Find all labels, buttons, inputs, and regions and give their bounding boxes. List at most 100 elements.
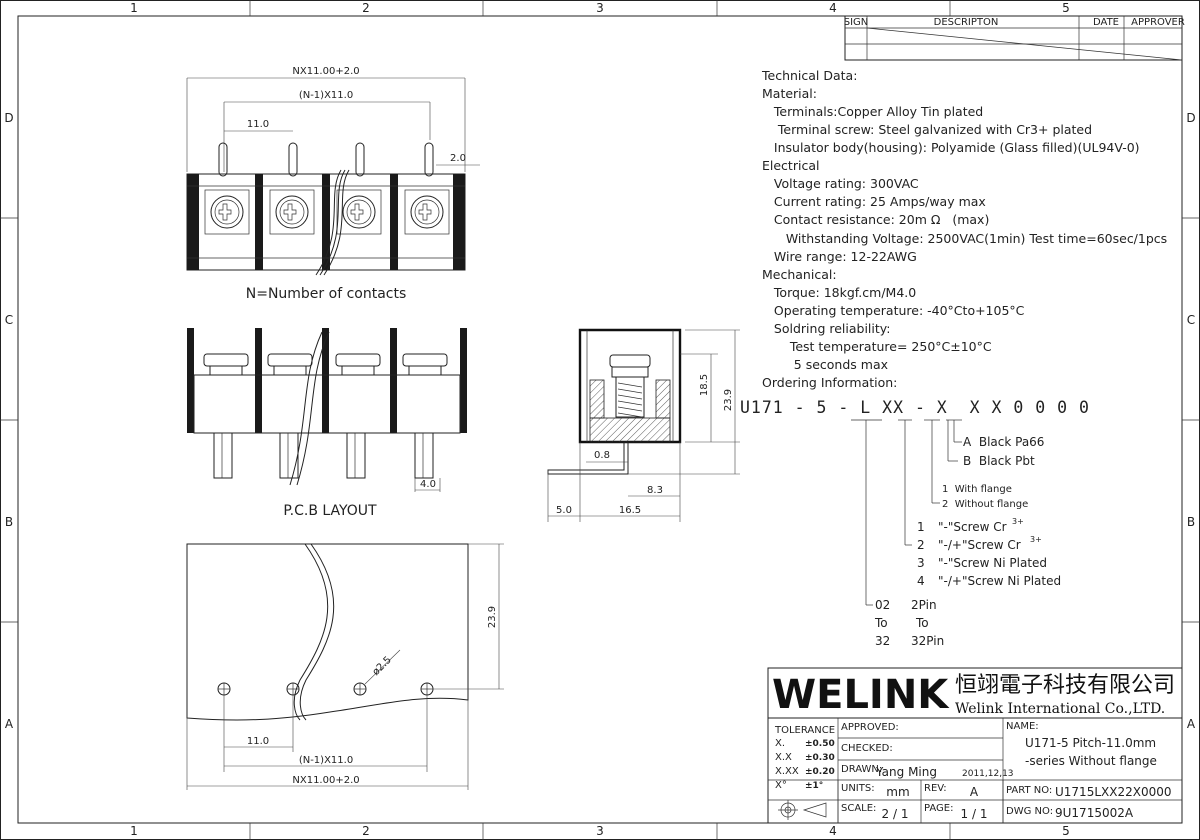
tech-line: Withstanding Voltage: 2500VAC(1min) Test… xyxy=(762,231,1167,246)
rev-description-header: DESCRIPTON xyxy=(934,17,999,28)
frame-column-labels: 1 2 3 4 5 1 2 3 4 5 xyxy=(130,1,1070,838)
row-label: C xyxy=(1187,313,1195,327)
side-view: 23.9 18.5 0.8 8.3 5.0 16.5 xyxy=(547,328,740,522)
tech-line: Electrical xyxy=(762,158,819,173)
screw-option-text: "-"Screw Ni Plated xyxy=(938,556,1047,570)
column-label: 2 xyxy=(362,824,370,838)
row-label: C xyxy=(5,313,13,327)
tech-line: Mechanical: xyxy=(762,267,837,282)
tech-line: Voltage rating: 300VAC xyxy=(762,176,919,191)
screw-option-num: 1 xyxy=(917,520,925,534)
tech-line: 5 seconds max xyxy=(762,357,888,372)
tech-line: Terminal screw: Steel galvanized with Cr… xyxy=(762,122,1092,137)
dwg-no-value: 9U1715002A xyxy=(1055,806,1134,820)
page-label: PAGE: xyxy=(924,803,954,814)
tech-line: Current rating: 25 Amps/way max xyxy=(762,194,986,209)
dim-side-height-total: 23.9 xyxy=(723,389,734,411)
dim-side-height-body: 18.5 xyxy=(699,374,710,396)
row-label: D xyxy=(4,111,13,125)
pin-range-code: 32 xyxy=(875,634,890,648)
screw-icon xyxy=(404,189,450,235)
tech-line: Soldring reliability: xyxy=(762,321,890,336)
column-label: 1 xyxy=(130,824,138,838)
screw-icon xyxy=(336,189,382,235)
dim-pin-offset: 8.3 xyxy=(647,485,663,496)
front-view-caption: P.C.B LAYOUT xyxy=(283,503,377,519)
rev-date-header: DATE xyxy=(1093,17,1119,28)
rev-sign-header: SIGN xyxy=(844,17,869,28)
dim-overall: NX11.00+2.0 xyxy=(292,66,359,77)
scale-value: 2 / 1 xyxy=(882,807,909,821)
units-label: UNITS: xyxy=(841,783,875,794)
part-no-value: U1715LXX22X0000 xyxy=(1055,785,1171,799)
screw-icon xyxy=(204,189,250,235)
tech-line: Terminals:Copper Alloy Tin plated xyxy=(762,104,983,119)
screw-option-num: 3 xyxy=(917,556,925,570)
drawn-label: DRAWN: xyxy=(841,764,882,775)
column-label: 4 xyxy=(829,824,837,838)
column-label: 1 xyxy=(130,1,138,15)
pcb-view: ø2.5 23.9 11.0 (N-1)X11.0 NX11.00+2.0 xyxy=(186,543,504,790)
dim-pcb-height: 23.9 xyxy=(487,606,498,628)
part-name-line2: -series Without flange xyxy=(1025,754,1157,768)
column-label: 3 xyxy=(596,824,604,838)
checked-label: CHECKED: xyxy=(841,743,893,754)
technical-data: Technical Data: Material: Terminals:Copp… xyxy=(761,68,1167,390)
tolerance-value: ±1° xyxy=(805,781,823,791)
pin-range-text: To xyxy=(915,616,929,630)
name-label: NAME: xyxy=(1006,721,1039,732)
tolerance-label: TOLERANCE xyxy=(774,725,835,736)
front-view: 4.0 P.C.B LAYOUT xyxy=(187,328,467,519)
color-option: B Black Pbt xyxy=(963,454,1035,468)
flange-option: 1 With flange xyxy=(942,484,1012,495)
tech-line: Material: xyxy=(762,86,817,101)
pcb-hole xyxy=(217,682,231,696)
top-view: NX11.00+2.0 (N-1)X11.0 11.0 2.0 xyxy=(186,66,480,302)
dim-pin-thickness: 0.8 xyxy=(594,450,610,461)
pin-range-text: 2Pin xyxy=(911,598,937,612)
column-label: 5 xyxy=(1062,1,1070,15)
dim-pin-length: 5.0 xyxy=(556,505,572,516)
dwg-no-label: DWG NO: xyxy=(1006,806,1053,817)
column-label: 4 xyxy=(829,1,837,15)
dim-pcb-pitch: 11.0 xyxy=(247,736,269,747)
part-no-label: PART NO: xyxy=(1006,785,1052,796)
column-label: 3 xyxy=(596,1,604,15)
drawn-date: 2011,12,13 xyxy=(962,769,1014,779)
dim-depth: 16.5 xyxy=(619,505,641,516)
pin-range-text: 32Pin xyxy=(911,634,944,648)
screw-option-text: "-"Screw Cr xyxy=(938,520,1007,534)
dim-edge: 2.0 xyxy=(450,153,466,164)
column-label: 5 xyxy=(1062,824,1070,838)
screw-option-sup: 3+ xyxy=(1030,535,1042,544)
dim-pin-width: 4.0 xyxy=(420,479,436,490)
pcb-hole xyxy=(420,682,434,696)
screw-option-text: "-/+"Screw Cr xyxy=(938,538,1021,552)
screw-option-num: 4 xyxy=(917,574,925,588)
screw-option-num: 2 xyxy=(917,538,925,552)
row-label: B xyxy=(5,515,13,529)
rev-approver-header: APPROVER xyxy=(1131,17,1185,28)
dim-span: (N-1)X11.0 xyxy=(299,90,353,101)
rev-label: REV: xyxy=(924,783,947,794)
row-label: A xyxy=(1187,717,1196,731)
tech-line: Wire range: 12-22AWG xyxy=(762,249,917,264)
tolerance-key: X.XX xyxy=(775,766,799,777)
screw-option-sup: 3+ xyxy=(1012,517,1024,526)
dim-hole-diameter: ø2.5 xyxy=(371,655,394,678)
tech-line: Torque: 18kgf.cm/M4.0 xyxy=(762,285,916,300)
scale-label: SCALE: xyxy=(841,803,876,814)
pin-range-code: To xyxy=(874,616,888,630)
tolerance-value: ±0.50 xyxy=(805,739,835,749)
ordering-code-text: U171 - 5 - L XX - X X X 0 0 0 0 xyxy=(740,398,1090,417)
screw-option-text: "-/+"Screw Ni Plated xyxy=(938,574,1061,588)
rev-value: A xyxy=(970,785,979,799)
tech-line: Operating temperature: -40°Cto+105°C xyxy=(762,303,1025,318)
tolerance-value: ±0.20 xyxy=(805,767,835,777)
brand-chinese-name: 恒翊電子科技有限公司 xyxy=(955,673,1175,698)
tech-line: Test temperature= 250°C±10°C xyxy=(762,339,992,354)
row-label: D xyxy=(1186,111,1195,125)
title-block: WELINK 恒翊電子科技有限公司 Welink International C… xyxy=(767,667,1183,824)
units-value: mm xyxy=(886,785,909,799)
